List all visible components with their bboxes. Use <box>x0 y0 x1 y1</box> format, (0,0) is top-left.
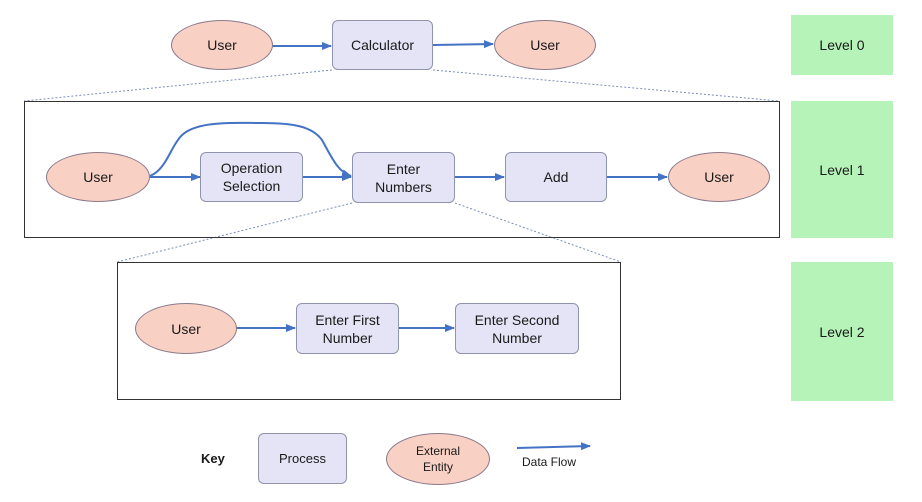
external-entity-user: User <box>494 20 596 70</box>
process-enter-second-number: Enter Second Number <box>455 303 579 354</box>
zoom-line <box>432 69 780 102</box>
key-process: Process <box>258 433 347 484</box>
level1-frame <box>24 101 780 238</box>
zoom-line <box>116 202 353 263</box>
zoom-line <box>454 202 622 263</box>
external-entity-user: User <box>668 152 770 202</box>
bypass-flow-arrow <box>149 121 352 178</box>
zoom-line <box>23 69 333 102</box>
process-add: Add <box>505 152 607 202</box>
process-enter-first-number: Enter First Number <box>296 303 399 354</box>
key-data-flow-label: Data Flow <box>522 455 577 469</box>
key-title: Key <box>201 451 225 466</box>
level-2-label: Level 2 <box>791 262 893 401</box>
data-flow-arrow <box>432 40 494 49</box>
level2-frame <box>117 262 621 400</box>
process-enter-numbers: Enter Numbers <box>352 152 455 203</box>
process-calculator: Calculator <box>332 20 433 70</box>
external-entity-user: User <box>46 152 150 202</box>
external-entity-user: User <box>171 20 273 70</box>
level-0-label: Level 0 <box>791 15 893 75</box>
process-operation-selection: Operation Selection <box>200 152 303 202</box>
level-1-label: Level 1 <box>791 101 893 238</box>
key-flow-arrow <box>516 442 591 451</box>
key-external-entity: External Entity <box>386 433 490 485</box>
external-entity-user: User <box>135 303 237 354</box>
